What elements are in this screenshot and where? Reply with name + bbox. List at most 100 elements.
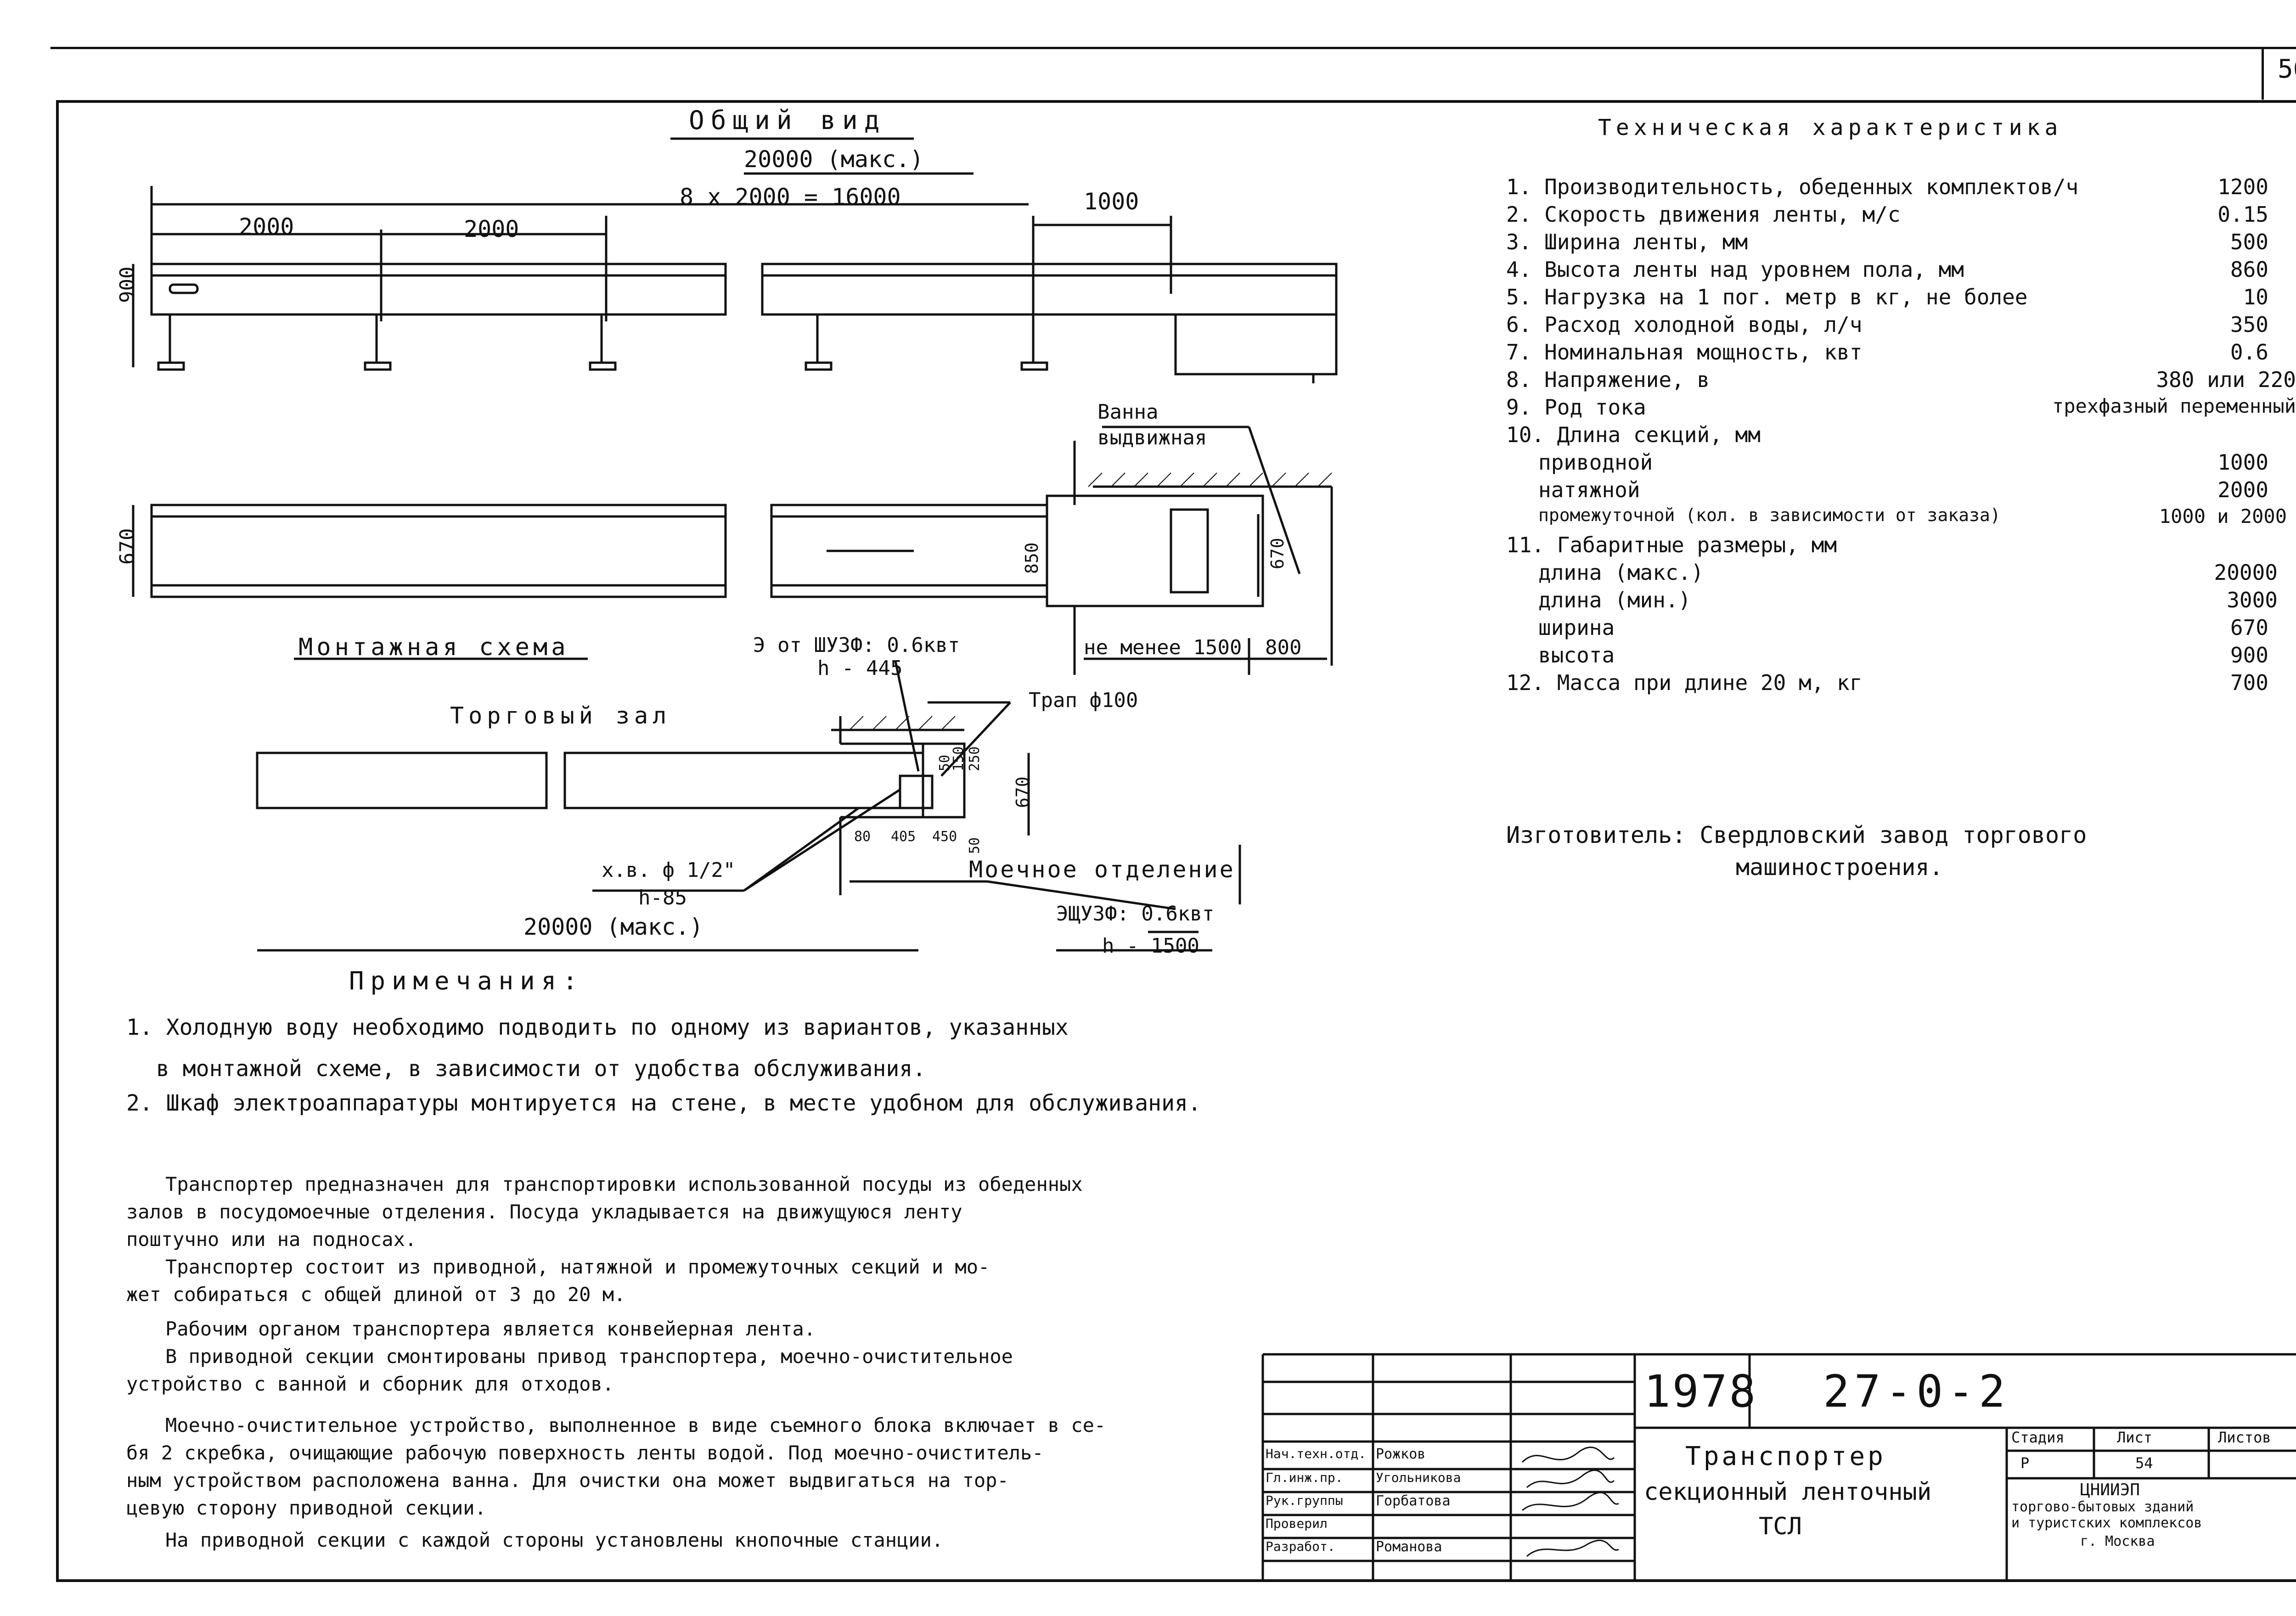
spec-label: длина (макс.) — [1538, 560, 1704, 585]
dim-width: 670 — [116, 528, 139, 565]
spec-label: 6. Расход холодной воды, л/ч — [1506, 312, 1863, 337]
tb-name-2: секционный ленточный — [1644, 1478, 1932, 1506]
drawing-frame — [56, 100, 2296, 1582]
dim-right: 1000 — [1084, 188, 1139, 215]
desc-line-9: Моечно-очистительное устройство, выполне… — [165, 1414, 1106, 1436]
tb-role: Рук.группы — [1266, 1493, 1343, 1508]
desc-line-11: ным устройством расположена ванна. Для о… — [126, 1469, 1009, 1492]
tb-code: 27-0-2 — [1823, 1366, 2010, 1417]
spec-value: 900 — [2230, 643, 2268, 668]
desc-line-8: устройство с ванной и сборник для отходо… — [126, 1373, 614, 1395]
tb-sheets-header: Листов — [2218, 1429, 2271, 1446]
mount-dim-670: 670 — [1013, 776, 1033, 808]
tb-role: Проверил — [1266, 1516, 1328, 1531]
manufacturer-line-1: Изготовитель: Свердловский завод торгово… — [1506, 822, 2087, 848]
tb-stage: Р — [2020, 1454, 2030, 1472]
tb-year: 1978 — [1644, 1366, 1758, 1417]
spec-label: ширина — [1538, 615, 1615, 640]
desc-line-13: На приводной секции с каждой стороны уст… — [165, 1529, 944, 1551]
bath-label: Ванна выдвижная — [1097, 400, 1207, 449]
tb-org-1: ЦНИИЭП — [2080, 1481, 2140, 1499]
spec-row: 11. Габаритные размеры, мм — [1506, 533, 2296, 559]
general-view-title: Общий вид — [689, 106, 886, 135]
spec-label: 11. Габаритные размеры, мм — [1506, 533, 1837, 557]
spec-value: 1000 — [2217, 450, 2268, 475]
tb-person: Угольникова — [1376, 1470, 1461, 1485]
spec-value: 350 — [2230, 312, 2268, 337]
spec-value: 0.15 — [2217, 202, 2268, 227]
water-height: h-85 — [638, 886, 687, 909]
tb-role: Разработ. — [1266, 1539, 1335, 1554]
desc-line-5: жет собираться с общей длиной от 3 до 20… — [126, 1283, 626, 1306]
panel-label: ЭЩУ3Ф: 0.6квт — [1056, 902, 1215, 926]
dim-height: 900 — [116, 266, 139, 303]
spec-row: приводной 1000 — [1506, 450, 2296, 477]
spec-label: 5. Нагрузка на 1 пог. метр в кг, не боле… — [1506, 285, 2028, 309]
spec-value: 1000 и 2000 — [2159, 505, 2287, 527]
spec-value: 380 или 220 — [2156, 367, 2296, 392]
mount-dim-250: 250 — [967, 746, 983, 771]
spec-value: трехфазный переменный — [2052, 395, 2296, 417]
tb-person: Романова — [1376, 1539, 1442, 1555]
spec-row: 10. Длина секций, мм — [1506, 422, 2296, 449]
spec-value: 500 — [2230, 230, 2268, 254]
tb-org-4: г. Москва — [2080, 1533, 2155, 1549]
spec-label: 1. Производительность, обеденных комплек… — [1506, 174, 2079, 199]
spec-value: 20000 — [2214, 560, 2278, 585]
dim-left: 2000 — [239, 213, 294, 240]
dim-800: 800 — [1265, 636, 1302, 659]
hall-label: Торговый зал — [450, 702, 671, 729]
feed-height: h - 445 — [817, 656, 903, 680]
desc-line-10: бя 2 скребка, очищающие рабочую поверхно… — [126, 1442, 1044, 1464]
spec-label: длина (мин.) — [1538, 588, 1691, 612]
signature-marks — [1521, 1446, 1619, 1557]
tb-name-1: Транспортер — [1685, 1442, 1886, 1471]
tb-name-3: ТСЛ — [1759, 1513, 1802, 1540]
mount-dim-80: 80 — [854, 829, 871, 845]
spec-row: 2. Скорость движения ленты, м/с 0.15 — [1506, 202, 2296, 229]
spec-label: приводной — [1538, 450, 1653, 475]
spec-value: 10 — [2243, 285, 2268, 309]
note-2: 2. Шкаф электроаппаратуры монтируется на… — [126, 1090, 1201, 1116]
spec-row: 8. Напряжение, в 380 или 220 — [1506, 367, 2296, 394]
specs-table: 1. Производительность, обеденных комплек… — [1506, 174, 2296, 771]
spec-row: 5. Нагрузка на 1 пог. метр в кг, не боле… — [1506, 285, 2296, 311]
mount-dim-405: 405 — [891, 829, 916, 845]
spec-row: промежуточной (кол. в зависимости от зак… — [1506, 505, 2296, 532]
spec-label: 12. Масса при длине 20 м, кг — [1506, 670, 1863, 695]
tb-role: Гл.инж.пр. — [1266, 1470, 1343, 1485]
spec-row: 6. Расход холодной воды, л/ч 350 — [1506, 312, 2296, 339]
tb-sheet: 54 — [2135, 1454, 2153, 1472]
desc-line-4: Транспортер состоит из приводной, натяжн… — [165, 1256, 990, 1278]
spec-row: высота 900 — [1506, 643, 2296, 669]
page-number-divider — [2262, 47, 2264, 100]
spec-row: длина (макс.) 20000 — [1506, 560, 2296, 587]
spec-label: 7. Номинальная мощность, квт — [1506, 340, 1863, 365]
tb-sheet-header: Лист — [2117, 1429, 2153, 1446]
tb-role: Нач.техн.отд. — [1266, 1446, 1367, 1461]
tb-org-2: торгово-бытовых зданий — [2011, 1499, 2194, 1515]
manufacturer-line-2: машиностроения. — [1736, 854, 1943, 881]
specs-title: Техническая характеристика — [1598, 115, 2063, 140]
spec-label: 10. Длина секций, мм — [1506, 422, 1761, 447]
desc-line-1: Транспортер предназначен для транспортир… — [165, 1173, 1083, 1195]
spec-row: 7. Номинальная мощность, квт 0.6 — [1506, 340, 2296, 366]
page-number: 56 — [2278, 54, 2296, 84]
wash-room-label: Моечное отделение — [969, 856, 1235, 883]
dim-total: 8 x 2000 = 16000 — [680, 184, 901, 210]
spec-label: 3. Ширина ленты, мм — [1506, 230, 1748, 254]
spec-value: 860 — [2230, 257, 2268, 282]
spec-label: 2. Скорость движения ленты, м/с — [1506, 202, 1901, 227]
panel-height: h - 1500 — [1102, 934, 1199, 958]
spec-label: высота — [1538, 643, 1615, 668]
spec-value: 0.6 — [2230, 340, 2268, 365]
spec-label: 8. Напряжение, в — [1506, 367, 1710, 392]
tb-org-3: и туристских комплексов — [2011, 1515, 2202, 1531]
desc-line-7: В приводной секции смонтированы привод т… — [165, 1345, 1013, 1368]
desc-line-2: залов в посудомоечные отделения. Посуда … — [126, 1201, 962, 1223]
feed-label: Э от ШУ3Ф: 0.6квт — [753, 634, 960, 657]
